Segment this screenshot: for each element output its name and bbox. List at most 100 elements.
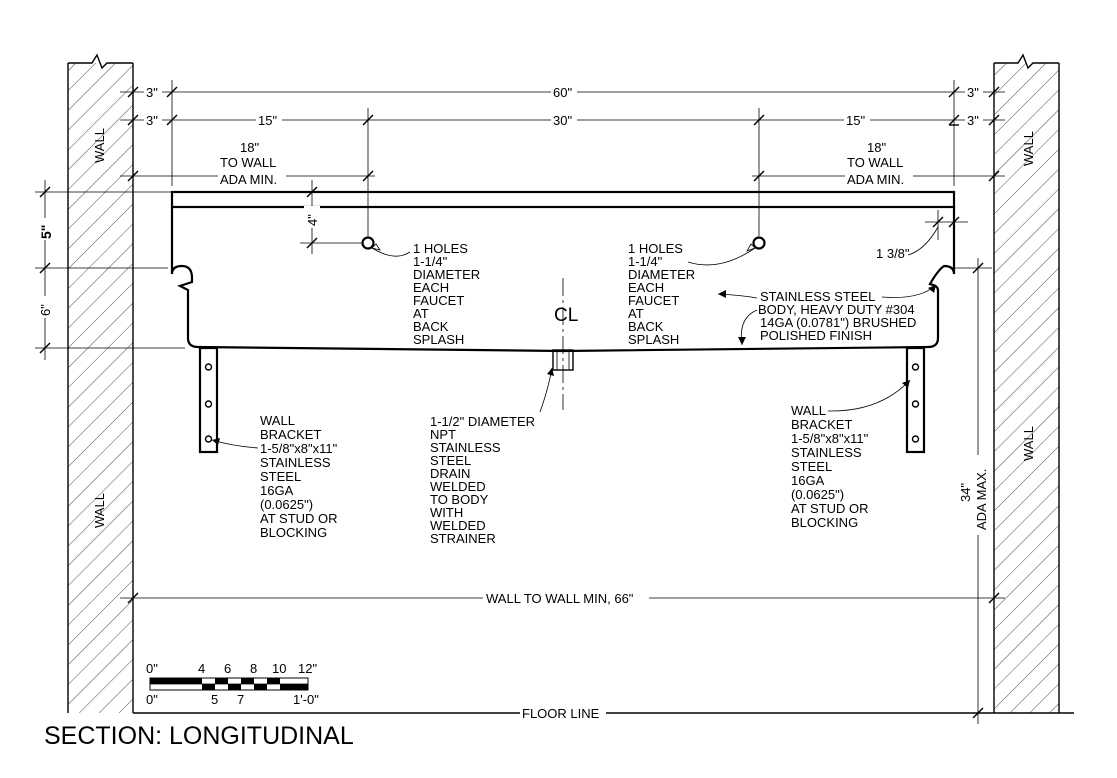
- dim-wall-to-wall: WALL TO WALL MIN, 66": [486, 591, 634, 606]
- scale-bottom-5: 5: [211, 692, 218, 707]
- ada-left-line-2: TO WALL: [220, 155, 276, 170]
- svg-text:STAINLESS: STAINLESS: [260, 455, 331, 470]
- svg-text:WELDED: WELDED: [430, 479, 486, 494]
- dim-splash-height: 5": [38, 225, 54, 239]
- svg-text:(0.0625"): (0.0625"): [260, 497, 313, 512]
- svg-text:DRAIN: DRAIN: [430, 466, 470, 481]
- svg-text:BRACKET: BRACKET: [260, 427, 321, 442]
- wall-label-left-bottom: WALL: [92, 493, 107, 528]
- dim-end-clear-right: 3": [967, 85, 979, 100]
- svg-text:WELDED: WELDED: [430, 518, 486, 533]
- svg-text:TO BODY: TO BODY: [430, 492, 489, 507]
- bracket-left: [198, 346, 219, 454]
- ada-right-line-2: TO WALL: [847, 155, 903, 170]
- dim-end-clear-left-2: 3": [146, 113, 158, 128]
- centerline-symbol: CL: [554, 305, 578, 326]
- svg-text:SPLASH: SPLASH: [413, 332, 464, 347]
- svg-text:14GA (0.0781") BRUSHED: 14GA (0.0781") BRUSHED: [760, 315, 916, 330]
- svg-text:AT: AT: [413, 306, 429, 321]
- svg-text:STAINLESS: STAINLESS: [791, 445, 862, 460]
- dim-faucet-offset-right: 15": [846, 113, 865, 128]
- wall-label-right-bottom: WALL: [1021, 426, 1036, 461]
- svg-text:STAINLESS STEEL: STAINLESS STEEL: [760, 289, 875, 304]
- svg-text:AT: AT: [628, 306, 644, 321]
- dim-end-clear-left: 3": [146, 85, 158, 100]
- svg-text:WITH: WITH: [430, 505, 463, 520]
- svg-text:1 HOLES: 1 HOLES: [413, 241, 468, 256]
- svg-text:1-1/4": 1-1/4": [628, 254, 663, 269]
- svg-text:STEEL: STEEL: [791, 459, 832, 474]
- note-bracket-right: WALL BRACKET 1-5/8"x8"x11" STAINLESS STE…: [791, 403, 869, 530]
- svg-text:POLISHED FINISH: POLISHED FINISH: [760, 328, 872, 343]
- svg-text:DIAMETER: DIAMETER: [413, 267, 480, 282]
- svg-text:1-5/8"x8"x11": 1-5/8"x8"x11": [260, 441, 338, 456]
- svg-text:BRACKET: BRACKET: [791, 417, 852, 432]
- svg-text:(0.0625"): (0.0625"): [791, 487, 844, 502]
- scale-bar: [149, 677, 309, 691]
- svg-text:WALL: WALL: [260, 413, 295, 428]
- svg-text:FAUCET: FAUCET: [413, 293, 464, 308]
- svg-text:SPLASH: SPLASH: [628, 332, 679, 347]
- scale-top-8: 8: [250, 661, 257, 676]
- sink-body: [170, 190, 956, 353]
- svg-text:STAINLESS: STAINLESS: [430, 440, 501, 455]
- svg-text:EACH: EACH: [628, 280, 664, 295]
- ada-right-line-1: 18": [867, 140, 886, 155]
- svg-text:DIAMETER: DIAMETER: [628, 267, 695, 282]
- svg-text:BLOCKING: BLOCKING: [791, 515, 858, 530]
- dim-bowl-depth: 6": [38, 304, 53, 316]
- svg-text:FAUCET: FAUCET: [628, 293, 679, 308]
- dim-rim-thickness: 1 3/8": [876, 246, 910, 261]
- note-bracket-left: WALL BRACKET 1-5/8"x8"x11" STAINLESS STE…: [260, 413, 338, 540]
- svg-text:BLOCKING: BLOCKING: [260, 525, 327, 540]
- svg-text:AT STUD OR: AT STUD OR: [791, 501, 869, 516]
- bracket-right: [905, 346, 926, 454]
- dim-faucet-offset-left: 15": [258, 113, 277, 128]
- dim-rim-height-note: ADA MAX.: [974, 469, 989, 530]
- svg-text:1-1/4": 1-1/4": [413, 254, 448, 269]
- scale-top-6: 6: [224, 661, 231, 676]
- section-title: SECTION: LONGITUDINAL: [44, 722, 354, 750]
- ada-left-line-3: ADA MIN.: [220, 172, 277, 187]
- vertical-dims-left: [35, 180, 362, 360]
- svg-text:BODY, HEAVY DUTY #304: BODY, HEAVY DUTY #304: [758, 302, 915, 317]
- ada-left-line-1: 18": [240, 140, 259, 155]
- scale-bottom-7: 7: [237, 692, 244, 707]
- scale-bottom-0: 0": [146, 692, 158, 707]
- scale-top-0: 0": [146, 661, 158, 676]
- note-holes-left: 1 HOLES 1-1/4" DIAMETER EACH FAUCET AT B…: [413, 241, 480, 347]
- svg-text:1-5/8"x8"x11": 1-5/8"x8"x11": [791, 431, 869, 446]
- svg-text:16GA: 16GA: [791, 473, 825, 488]
- dim-overall: 60": [553, 85, 572, 100]
- floor-line-label: FLOOR LINE: [522, 706, 600, 721]
- dim-rim-height: 34": [958, 483, 973, 502]
- leader-lines: [211, 243, 937, 449]
- dim-hole-drop: 4": [305, 214, 320, 226]
- dim-end-clear-right-2: 3": [967, 113, 979, 128]
- ada-right-line-3: ADA MIN.: [847, 172, 904, 187]
- svg-text:1 HOLES: 1 HOLES: [628, 241, 683, 256]
- faucet-hole-left: [361, 236, 375, 250]
- scale-top-10: 10: [272, 661, 286, 676]
- rim-dimension: [907, 210, 968, 256]
- scale-top-12: 12": [298, 661, 317, 676]
- svg-text:WALL: WALL: [791, 403, 826, 418]
- left-wall: [67, 53, 134, 713]
- right-wall: [993, 53, 1060, 713]
- faucet-hole-right: [752, 236, 766, 250]
- svg-text:1-1/2" DIAMETER: 1-1/2" DIAMETER: [430, 414, 535, 429]
- svg-text:STEEL: STEEL: [260, 469, 301, 484]
- svg-text:16GA: 16GA: [260, 483, 294, 498]
- svg-text:EACH: EACH: [413, 280, 449, 295]
- scale-bottom-1ft: 1'-0": [293, 692, 319, 707]
- note-holes-right: 1 HOLES 1-1/4" DIAMETER EACH FAUCET AT B…: [628, 241, 695, 347]
- svg-text:STEEL: STEEL: [430, 453, 471, 468]
- svg-text:BACK: BACK: [628, 319, 664, 334]
- scale-top-4: 4: [198, 661, 205, 676]
- note-body: STAINLESS STEEL BODY, HEAVY DUTY #304 14…: [758, 289, 916, 343]
- svg-text:BACK: BACK: [413, 319, 449, 334]
- dim-faucet-spacing: 30": [553, 113, 572, 128]
- svg-text:AT STUD OR: AT STUD OR: [260, 511, 338, 526]
- svg-text:STRAINER: STRAINER: [430, 531, 496, 546]
